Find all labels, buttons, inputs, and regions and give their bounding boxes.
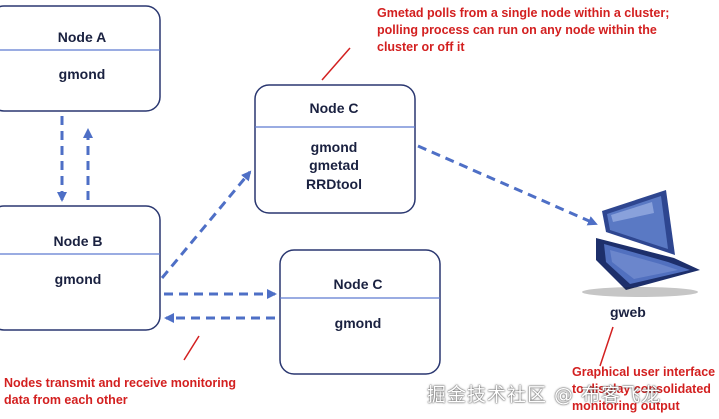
arrow-node-c-top-to-gweb <box>417 144 598 226</box>
arrow-b-to-node-c-top <box>160 170 252 279</box>
node-c-top-rrdtool: RRDtool <box>306 176 362 192</box>
laptop-icon <box>582 190 700 297</box>
watermark: 掘金技术社区 @ 布客飞龙 <box>427 384 662 406</box>
leader-line-nodes-transmit <box>183 335 200 361</box>
annotation-nodes-transmit: Nodes transmit and receive monitoring da… <box>4 375 236 409</box>
leader-line-gmetad <box>321 47 351 81</box>
gweb-label: gweb <box>610 304 646 320</box>
node-b-title: Node B <box>54 233 103 249</box>
node-c-top: Node C gmond gmetad RRDtool <box>254 84 416 214</box>
annotation-gui-line-1: Graphical user interface <box>572 365 716 379</box>
node-a: Node A gmond <box>0 5 161 112</box>
node-b: Node B gmond <box>0 205 161 331</box>
annotation-gmetad-line-2: polling process can run on any node with… <box>377 23 657 37</box>
node-c-bottom-title: Node C <box>334 276 383 292</box>
leader-line-gui <box>599 326 614 367</box>
annotation-nodes-transmit-line-1: Nodes transmit and receive monitoring <box>4 376 236 390</box>
node-c-top-gmond: gmond <box>311 139 358 155</box>
annotation-gui-line-3: monitoring output <box>572 399 680 413</box>
node-c-bottom: Node C gmond <box>279 249 441 375</box>
node-a-title: Node A <box>58 29 106 45</box>
node-b-gmond: gmond <box>55 271 102 287</box>
node-c-top-title: Node C <box>310 100 359 116</box>
annotation-gmetad-line-3: cluster or off it <box>377 40 465 54</box>
node-a-gmond: gmond <box>59 66 106 82</box>
annotation-gui-line-2: to display consolidated <box>572 382 711 396</box>
annotation-gmetad: Gmetad polls from a single node within a… <box>377 5 669 56</box>
node-c-top-gmetad: gmetad <box>309 157 359 173</box>
node-c-bottom-gmond: gmond <box>335 315 382 331</box>
annotation-gmetad-line-1: Gmetad polls from a single node within a… <box>377 6 670 20</box>
annotation-gui: Graphical user interface to display cons… <box>572 364 715 415</box>
annotation-nodes-transmit-line-2: data from each other <box>4 393 128 407</box>
